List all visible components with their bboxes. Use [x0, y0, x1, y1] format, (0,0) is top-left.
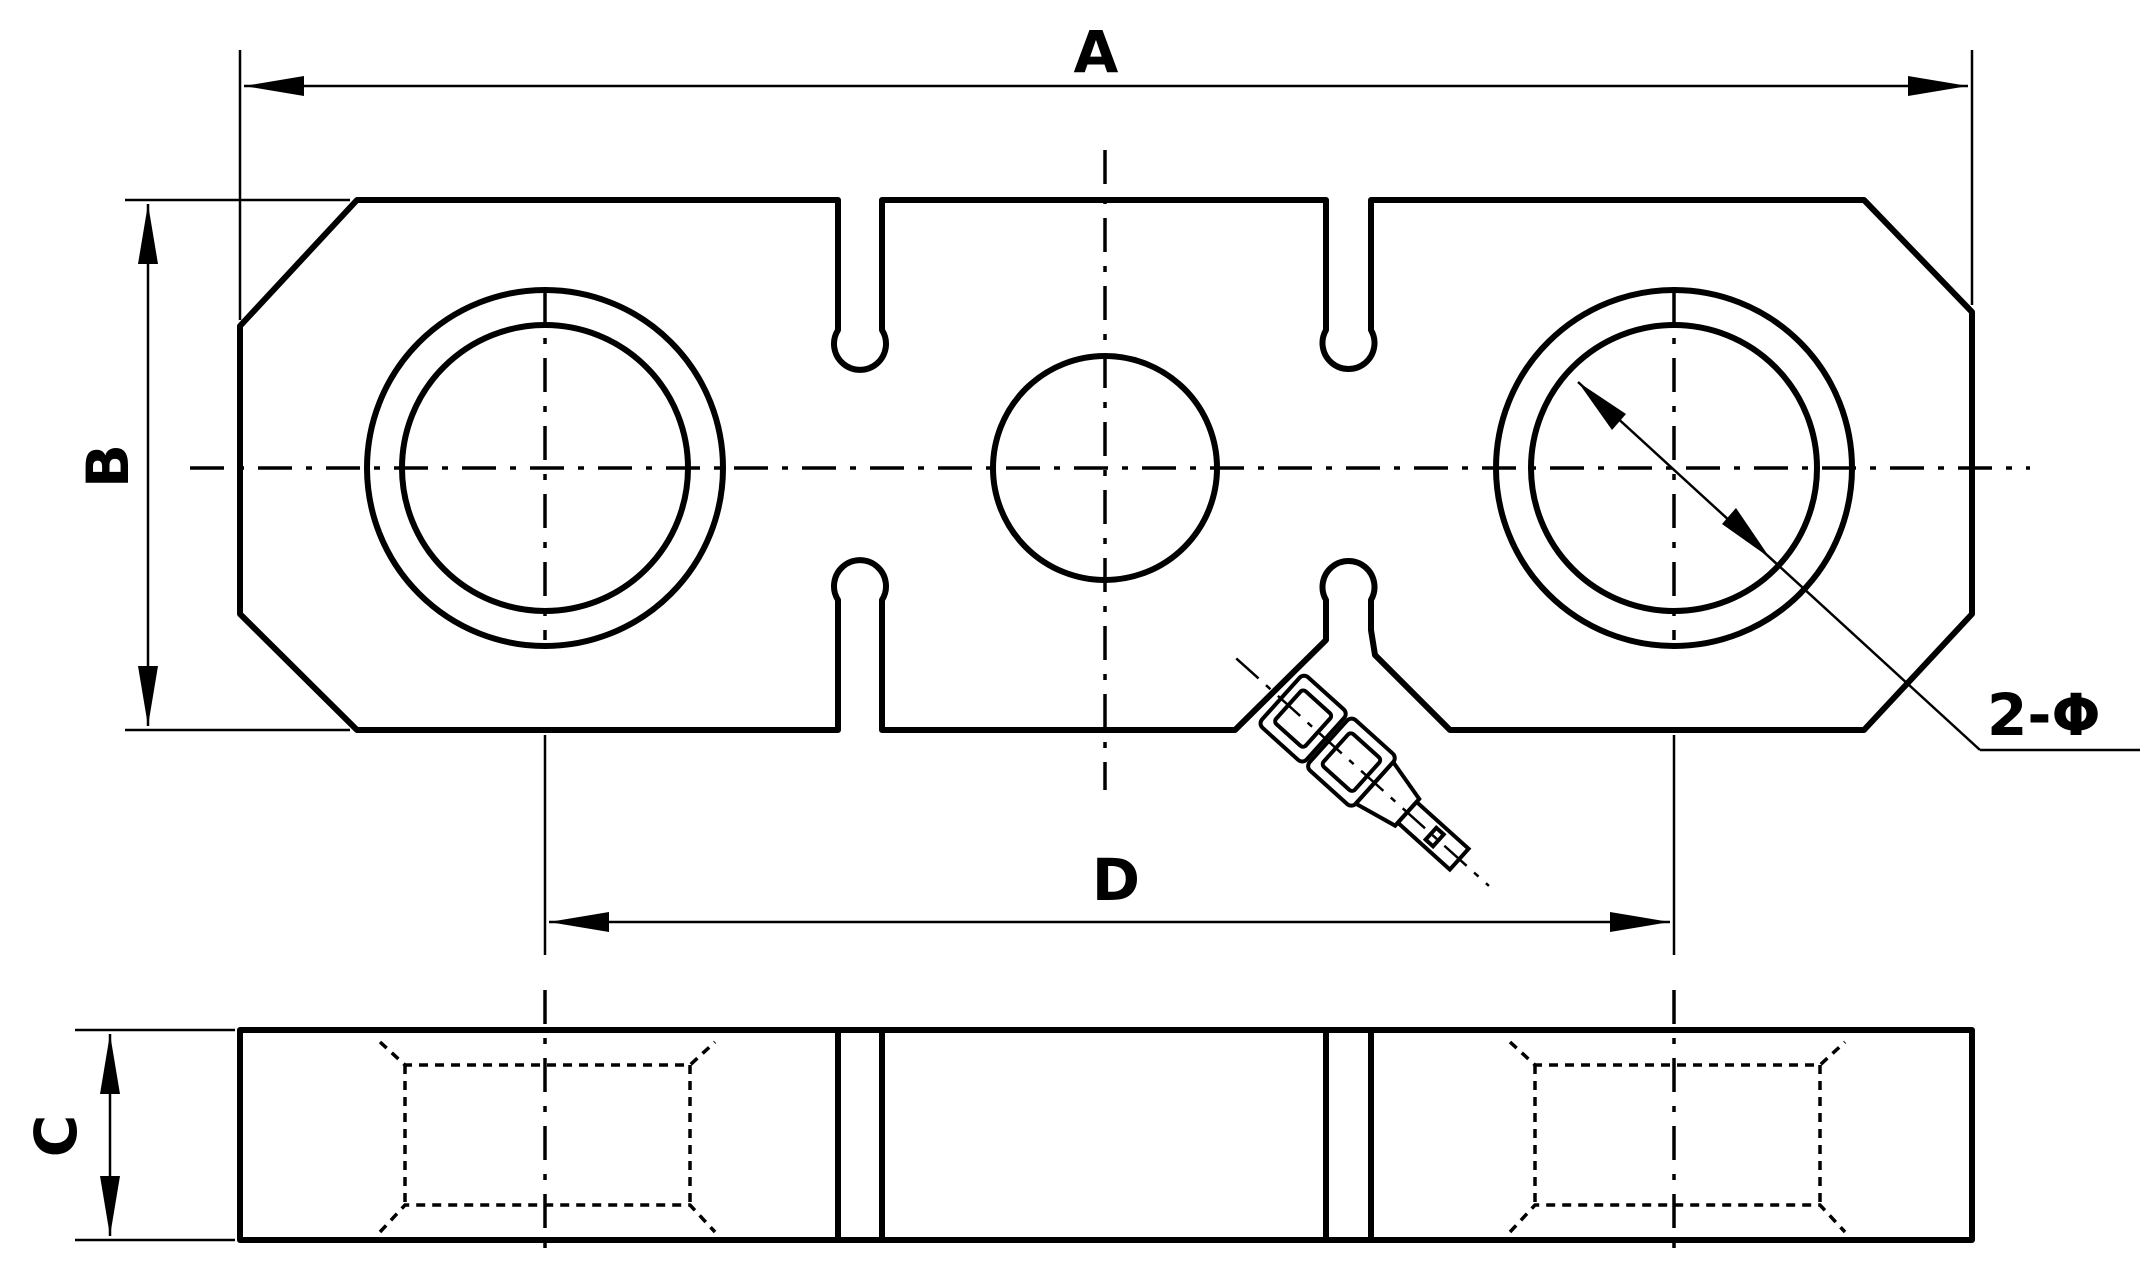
dim-d-label: D — [1092, 846, 1140, 914]
dim-c-arrow-top — [100, 1034, 120, 1094]
phi-arrow-lower — [1722, 508, 1770, 558]
dim-a-arrow-right — [1908, 76, 1968, 96]
dimension-d: D — [543, 735, 1676, 955]
dim-b-label: B — [74, 444, 142, 488]
dim-b-arrow-top — [138, 204, 158, 264]
side-view: C — [22, 990, 1975, 1250]
dim-c-arrow-bottom — [100, 1176, 120, 1236]
dim-b-arrow-bottom — [138, 666, 158, 726]
phi-arrow-upper — [1578, 382, 1626, 430]
phi-diameter-line — [1577, 381, 1981, 751]
dim-a-label: A — [1074, 18, 1119, 86]
hidden-bore-right — [1508, 1040, 1847, 1234]
top-view-outline — [237, 197, 1975, 733]
dim-d-arrow-left — [549, 912, 609, 932]
side-view-outline — [237, 1027, 1975, 1243]
cable-connector — [1235, 657, 1490, 887]
dim-a-arrow-left — [244, 76, 304, 96]
dim-c-label: C — [22, 1115, 90, 1158]
top-view: A B 2-Φ — [74, 18, 2140, 887]
dim-d-arrow-right — [1610, 912, 1670, 932]
hidden-bore-left — [378, 1040, 717, 1234]
phi-label: 2-Φ — [1987, 681, 2101, 749]
